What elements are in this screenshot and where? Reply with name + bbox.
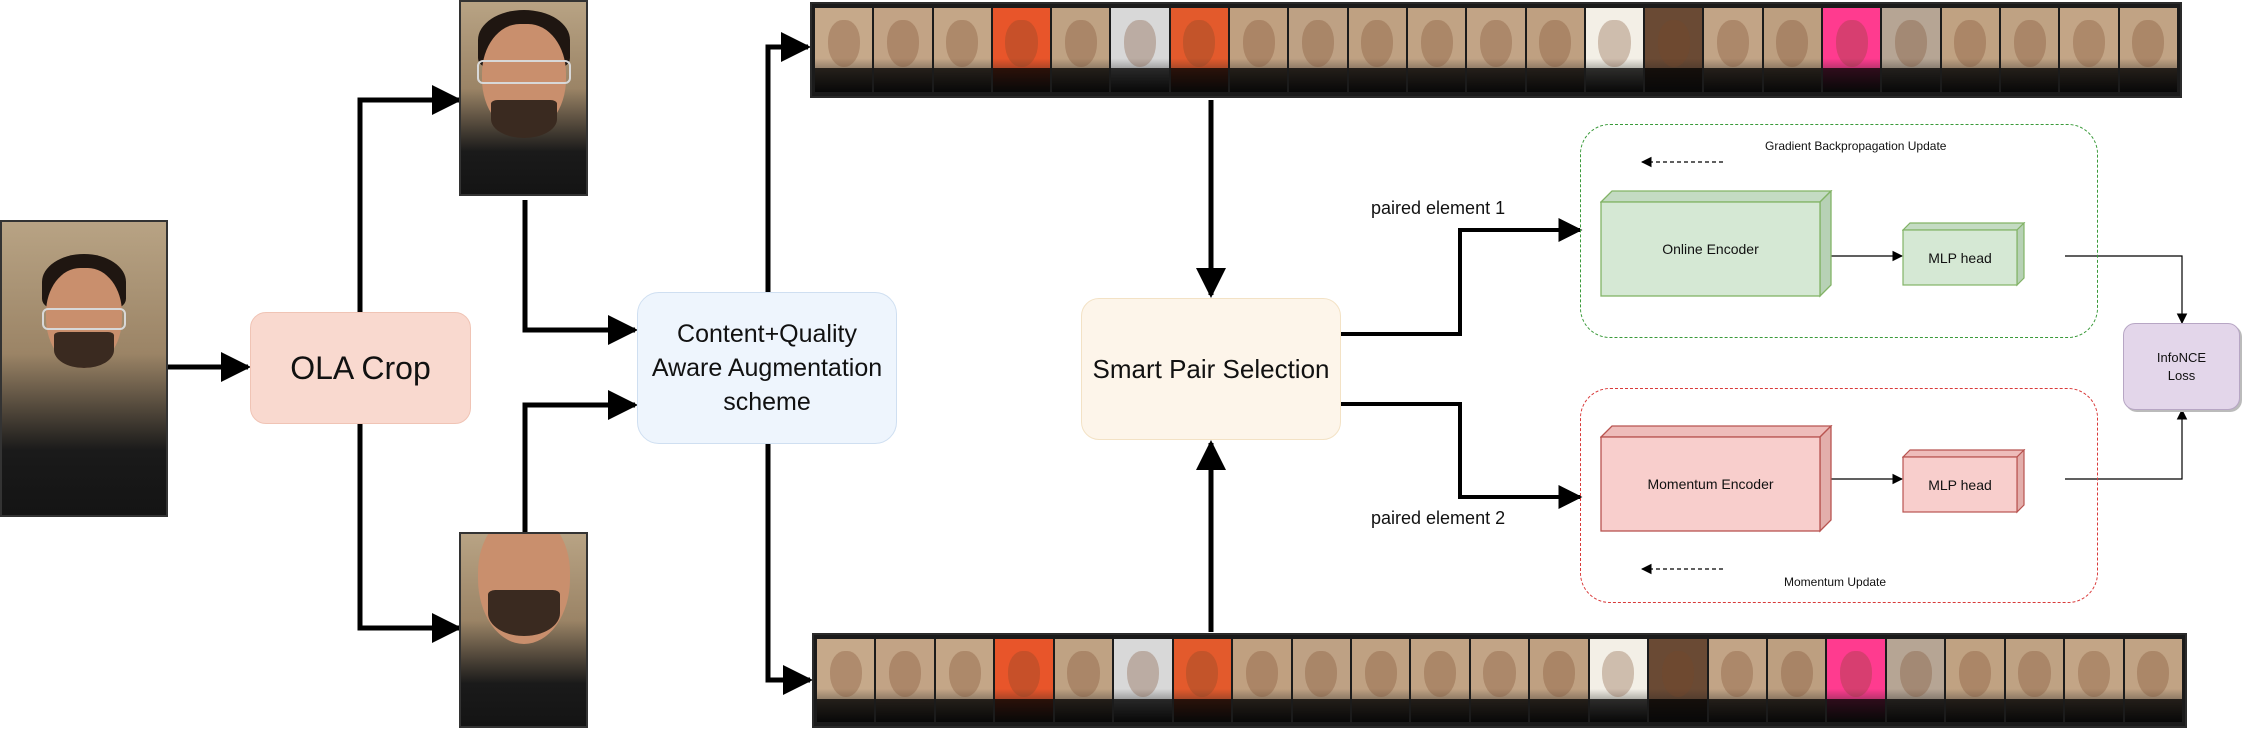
infonce-loss-label: InfoNCE Loss <box>2156 349 2207 383</box>
augmented-view-tile <box>992 8 1051 92</box>
ola-crop-label: OLA Crop <box>290 349 431 386</box>
augmented-view-tile <box>2065 639 2123 722</box>
augmented-view-tile <box>2060 8 2118 92</box>
augmented-view-tile <box>1289 8 1347 92</box>
smart-pair-selection-block: Smart Pair Selection <box>1081 298 1341 440</box>
input-face-image <box>0 220 168 517</box>
augmentation-label: Content+Quality Aware Augmentation schem… <box>651 320 883 416</box>
augmented-view-tile <box>1530 639 1588 722</box>
augmented-view-tile <box>995 639 1053 722</box>
augmented-view-tile <box>1886 639 1945 722</box>
augmented-view-tile <box>1054 639 1113 722</box>
augmented-view-tile <box>1111 8 1169 92</box>
online-branch-group <box>1580 124 2098 338</box>
mlp-head-bottom-block <box>1902 449 2026 514</box>
augmented-view-tile <box>1941 8 1999 92</box>
momentum-encoder-block <box>1600 425 1833 533</box>
gradient-update-label: Gradient Backpropagation Update <box>1765 139 1947 153</box>
encoder-arrows <box>1830 250 2188 485</box>
augmented-view-tile <box>1649 639 1707 722</box>
online-encoder-label: Online Encoder <box>1662 241 1759 257</box>
online-encoder-block <box>1600 190 1833 298</box>
momentum-branch-group <box>1580 388 2098 603</box>
augmented-view-tile <box>1292 639 1350 722</box>
ola-crop-block: OLA Crop <box>250 312 471 424</box>
augmented-view-tile <box>874 8 932 92</box>
augmented-view-tile <box>1114 639 1172 722</box>
augmented-view-tile <box>2000 8 2059 92</box>
augmented-view-tile <box>1645 8 1703 92</box>
augmented-view-tile <box>1768 639 1826 722</box>
main-flow-arrows <box>168 32 1583 695</box>
augmented-view-tile <box>1407 8 1466 92</box>
paired-element-2-label: paired element 2 <box>1371 508 1506 528</box>
augmented-view-tile <box>1411 639 1469 722</box>
augmented-view-tile <box>1704 8 1762 92</box>
mlp-head-top-block <box>1902 222 2026 287</box>
augmented-view-tile <box>1882 8 1940 92</box>
augmented-view-tile <box>1173 639 1232 722</box>
mlp-head-bottom-label: MLP head <box>1928 476 1992 493</box>
momentum-update-label: Momentum Update <box>1784 575 1887 589</box>
top-crop-image <box>459 0 588 196</box>
augmented-view-tile <box>815 8 873 92</box>
augmented-view-tile <box>1827 639 1885 722</box>
augmented-view-tile <box>1763 8 1822 92</box>
augmented-view-tile <box>1351 639 1410 722</box>
momentum-encoder-label: Momentum Encoder <box>1647 476 1774 492</box>
augmented-view-tile <box>876 639 934 722</box>
augmented-view-tile <box>1946 639 2004 722</box>
augmented-view-tile <box>933 8 991 92</box>
paired-element-1-label: paired element 1 <box>1371 198 1506 218</box>
augmented-views-strip-bottom <box>812 633 2187 728</box>
augmented-view-tile <box>1467 8 1525 92</box>
infonce-loss-block: InfoNCE Loss <box>2123 323 2240 410</box>
augmented-view-tile <box>1230 8 1288 92</box>
augmentation-block: Content+Quality Aware Augmentation schem… <box>637 292 897 444</box>
augmented-view-tile <box>2005 639 2064 722</box>
smart-pair-selection-label: Smart Pair Selection <box>1092 354 1330 384</box>
augmented-view-tile <box>1052 8 1110 92</box>
augmented-view-tile <box>1470 639 1529 722</box>
bottom-crop-image <box>459 532 588 728</box>
augmented-view-tile <box>1708 639 1766 722</box>
augmented-view-tile <box>1589 639 1648 722</box>
augmented-view-tile <box>1823 8 1881 92</box>
augmented-view-tile <box>2124 639 2183 722</box>
augmented-view-tile <box>935 639 994 722</box>
augmented-view-tile <box>2119 8 2177 92</box>
augmented-view-tile <box>1348 8 1406 92</box>
augmented-view-tile <box>1233 639 1291 722</box>
augmented-views-strip-top <box>810 2 2182 98</box>
augmented-view-tile <box>1585 8 1644 92</box>
augmented-view-tile <box>817 639 875 722</box>
augmented-view-tile <box>1170 8 1229 92</box>
mlp-head-top-label: MLP head <box>1928 249 1992 266</box>
augmented-view-tile <box>1526 8 1584 92</box>
